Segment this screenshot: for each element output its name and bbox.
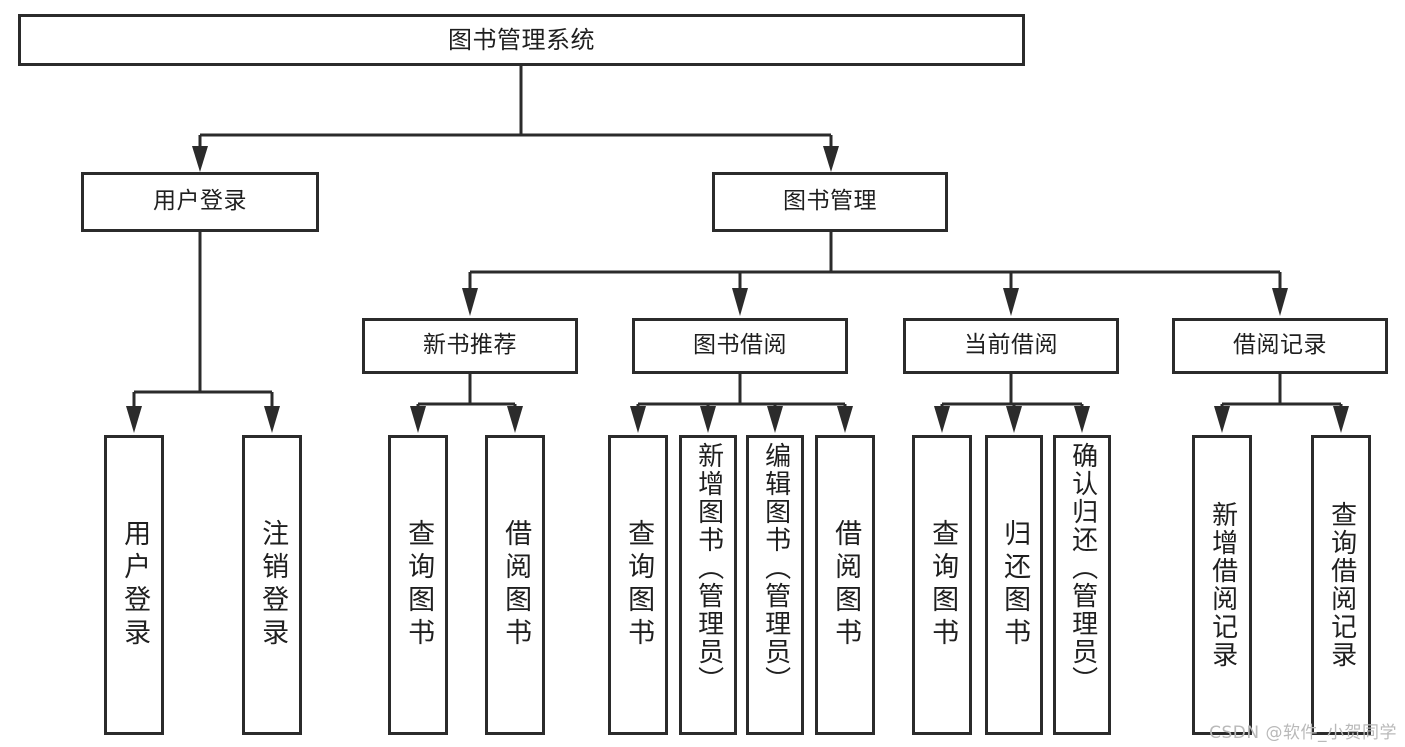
- node-leaf-user-logout[interactable]: 注销登录: [242, 435, 302, 735]
- node-book-borrow[interactable]: 图书借阅: [632, 318, 848, 374]
- node-leaf-user-login[interactable]: 用户登录: [104, 435, 164, 735]
- arrow-book-manage: [823, 146, 839, 172]
- arrow-leaf-borrow-book-1: [507, 406, 523, 433]
- node-leaf-confirm-return[interactable]: 确认归还（管理员）: [1053, 435, 1111, 735]
- node-leaf-user-login-label: 用户登录: [119, 519, 151, 651]
- node-leaf-query-borrow-rec-label: 查询借阅记录: [1326, 501, 1357, 669]
- node-leaf-add-borrow-rec-label: 新增借阅记录: [1207, 501, 1238, 669]
- node-leaf-edit-book-label: 编辑图书（管理员）: [760, 442, 791, 694]
- arrow-leaf-add-borrow-rec: [1214, 406, 1230, 433]
- arrow-leaf-user-login: [126, 406, 142, 433]
- node-leaf-borrow-book-2[interactable]: 借阅图书: [815, 435, 875, 735]
- node-leaf-add-book[interactable]: 新增图书（管理员）: [679, 435, 737, 735]
- node-leaf-borrow-book-1[interactable]: 借阅图书: [485, 435, 545, 735]
- node-book-manage-label: 图书管理: [783, 188, 877, 215]
- arrow-new-book-rec: [462, 288, 478, 316]
- node-leaf-return-book-label: 归还图书: [999, 519, 1031, 651]
- arrow-leaf-confirm-return: [1074, 406, 1090, 433]
- node-root[interactable]: 图书管理系统: [18, 14, 1025, 66]
- node-leaf-edit-book[interactable]: 编辑图书（管理员）: [746, 435, 804, 735]
- arrow-leaf-query-book-3: [934, 406, 950, 433]
- node-user-login[interactable]: 用户登录: [81, 172, 319, 232]
- node-borrow-record-label: 借阅记录: [1233, 332, 1327, 359]
- arrow-leaf-user-logout: [264, 406, 280, 433]
- node-book-manage[interactable]: 图书管理: [712, 172, 948, 232]
- node-leaf-return-book[interactable]: 归还图书: [985, 435, 1043, 735]
- node-leaf-query-book-2-label: 查询图书: [623, 519, 655, 651]
- node-root-label: 图书管理系统: [448, 25, 595, 54]
- node-borrow-record[interactable]: 借阅记录: [1172, 318, 1388, 374]
- node-user-login-label: 用户登录: [153, 188, 247, 215]
- arrow-current-borrow: [1003, 288, 1019, 316]
- arrow-leaf-edit-book: [767, 406, 783, 433]
- csdn-watermark: CSDN @软件_小贺同学: [1209, 723, 1397, 743]
- node-current-borrow[interactable]: 当前借阅: [903, 318, 1119, 374]
- node-leaf-user-logout-label: 注销登录: [257, 519, 289, 651]
- node-leaf-query-borrow-rec[interactable]: 查询借阅记录: [1311, 435, 1371, 735]
- node-leaf-confirm-return-label: 确认归还（管理员）: [1067, 442, 1098, 694]
- node-leaf-query-book-1[interactable]: 查询图书: [388, 435, 448, 735]
- arrow-leaf-query-book-2: [630, 406, 646, 433]
- node-book-borrow-label: 图书借阅: [693, 332, 787, 359]
- node-leaf-add-borrow-rec[interactable]: 新增借阅记录: [1192, 435, 1252, 735]
- node-leaf-query-book-3[interactable]: 查询图书: [912, 435, 972, 735]
- arrow-book-borrow: [732, 288, 748, 316]
- arrow-leaf-query-borrow-rec: [1333, 406, 1349, 433]
- node-new-book-rec-label: 新书推荐: [423, 332, 517, 359]
- arrow-leaf-borrow-book-2: [837, 406, 853, 433]
- node-current-borrow-label: 当前借阅: [964, 332, 1058, 359]
- arrow-leaf-return-book: [1006, 406, 1022, 433]
- arrow-borrow-record: [1272, 288, 1288, 316]
- node-leaf-query-book-2[interactable]: 查询图书: [608, 435, 668, 735]
- node-leaf-query-book-1-label: 查询图书: [403, 519, 435, 651]
- node-leaf-query-book-3-label: 查询图书: [927, 519, 959, 651]
- arrow-user-login: [192, 146, 208, 172]
- node-new-book-rec[interactable]: 新书推荐: [362, 318, 578, 374]
- node-leaf-borrow-book-1-label: 借阅图书: [500, 519, 532, 651]
- node-leaf-add-book-label: 新增图书（管理员）: [693, 442, 724, 694]
- node-leaf-borrow-book-2-label: 借阅图书: [830, 519, 862, 651]
- arrow-leaf-query-book-1: [410, 406, 426, 433]
- arrow-leaf-add-book: [700, 406, 716, 433]
